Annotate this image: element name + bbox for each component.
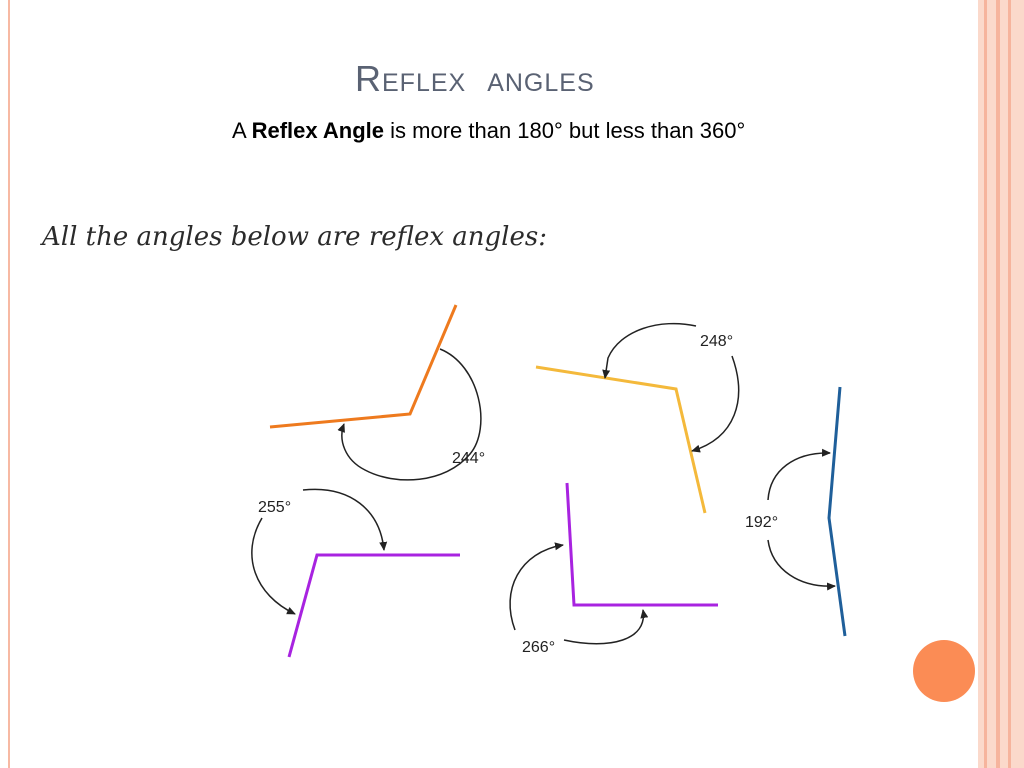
angle-244-arms — [269, 304, 458, 429]
angle-248: 248° — [535, 322, 740, 514]
angle-266-arrow — [509, 542, 564, 631]
angle-192: 192° — [745, 386, 847, 637]
angle-192-arrow-bottom — [767, 539, 836, 591]
angle-255-label: 255° — [258, 499, 291, 516]
definition-text: A Reflex Angle is more than 180° but les… — [232, 118, 745, 144]
angle-244-arrow — [337, 348, 482, 481]
left-border-line — [8, 0, 10, 768]
angle-255: 255° — [251, 488, 460, 658]
definition-term: Reflex Angle — [251, 118, 385, 143]
angle-248-arrow — [602, 322, 697, 379]
angle-248-label: 248° — [700, 333, 733, 350]
angle-192-arrow — [767, 448, 831, 501]
angle-244: 244° — [269, 304, 485, 481]
angle-192-label: 192° — [745, 514, 778, 531]
angle-255-arms — [287, 553, 460, 658]
angle-255-arrow-left — [251, 517, 296, 615]
angle-266-arrow-bottom — [563, 609, 649, 645]
slide-title: Reflex angles — [355, 58, 595, 99]
angle-248-arrow-return — [691, 355, 740, 453]
angle-244-label: 244° — [452, 450, 485, 467]
accent-circle — [913, 640, 975, 702]
angle-266-arms — [565, 482, 718, 607]
definition-prefix: A — [232, 118, 252, 143]
definition-suffix: is more than 180° but less than 360° — [384, 118, 746, 143]
angle-266: 266° — [509, 482, 718, 656]
angle-255-arrow — [302, 488, 388, 551]
caption-text: All the angles below are reflex angles: — [42, 222, 547, 252]
angle-266-label: 266° — [522, 639, 555, 656]
right-decorative-band — [978, 0, 1024, 768]
angle-248-arms — [535, 365, 707, 514]
angle-192-arms — [827, 386, 847, 637]
